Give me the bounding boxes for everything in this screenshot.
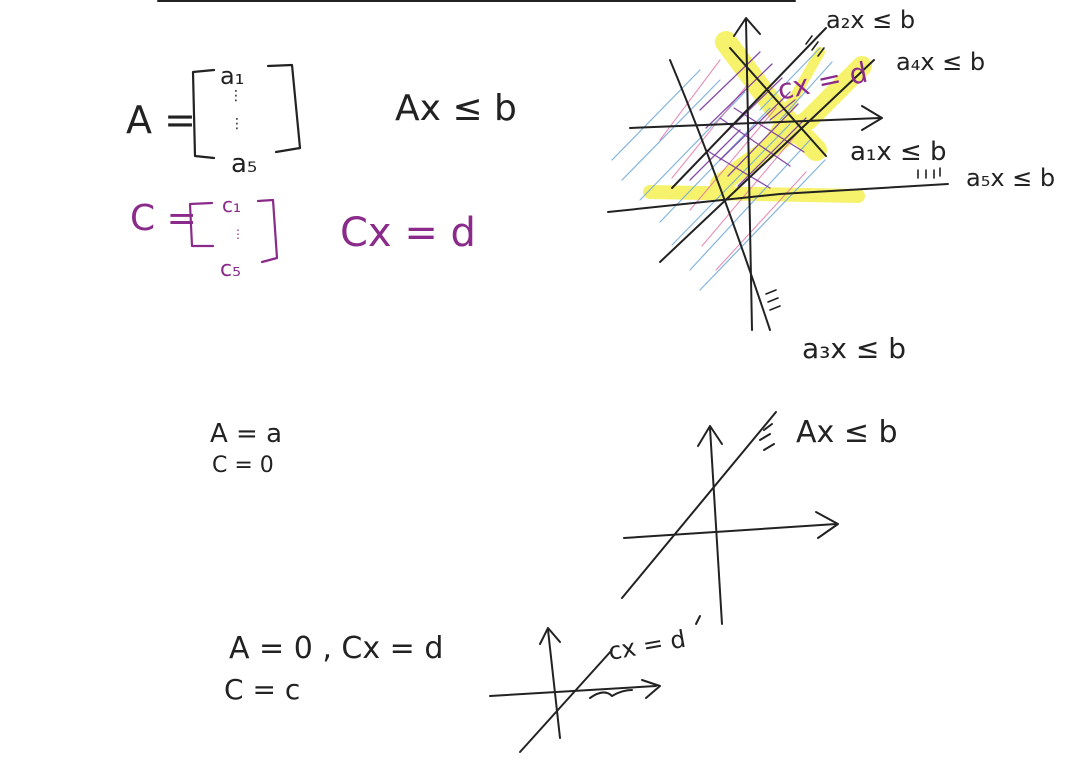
case1-line1: A = a — [210, 419, 282, 449]
matrix-A-right-bracket — [266, 63, 302, 154]
case2-line2: C = c — [224, 673, 300, 706]
label-a5x-le-b: a₅x ≤ b — [966, 164, 1055, 192]
constraint-lines — [607, 27, 949, 331]
mid-tick-2 — [759, 433, 771, 441]
mid-y-axis-arrowhead — [697, 425, 723, 447]
inequality-Ax-le-b: Ax ≤ b — [395, 88, 517, 129]
matrix-A-lhs: A = — [126, 98, 196, 142]
mid-tick-1 — [763, 423, 773, 431]
mid-stray-mark — [695, 615, 701, 625]
case1-line2: C = 0 — [212, 453, 274, 478]
line-a1-lower — [659, 59, 875, 263]
label-cx-eq-d-bottom: cx = d — [606, 625, 688, 666]
case2-line1: A = 0 , Cx = d — [229, 631, 443, 666]
line-a5 — [607, 183, 949, 213]
label-Ax-le-b-mid: Ax ≤ b — [796, 415, 898, 450]
matrix-C-left-bracket — [188, 201, 215, 248]
label-a1x-le-b: a₁x ≤ b — [850, 137, 947, 167]
matrix-C-right-bracket — [256, 198, 279, 264]
matrix-A-row-top: a₁ — [220, 62, 244, 90]
top-x-axis — [629, 117, 881, 129]
bottom-y-axis-arrowhead — [539, 627, 561, 645]
matrix-A-definition: A = a₁ ⋮ ⋮ a₅ — [126, 62, 302, 179]
top-y-axis — [745, 19, 753, 331]
feasible-region-hatching — [611, 47, 833, 291]
matrix-A-left-bracket — [191, 68, 216, 160]
halfspace-diagram — [621, 411, 839, 625]
matrix-C-definition: C = c₁ ⋮ c₅ — [130, 193, 279, 282]
matrix-A-dots-2: ⋮ — [230, 116, 244, 132]
bottom-line — [519, 649, 613, 753]
mid-x-axis — [623, 523, 837, 539]
constraint-ticks — [765, 35, 941, 311]
bottom-x-axis — [489, 685, 657, 697]
matrix-C-row-top: c₁ — [222, 193, 241, 217]
line-a1 — [671, 27, 827, 189]
top-x-axis-arrowhead — [861, 105, 883, 131]
equality-line-diagram — [489, 627, 661, 753]
label-a3x-le-b: a₃x ≤ b — [802, 332, 906, 365]
mid-tick-3 — [763, 443, 775, 451]
bottom-x-axis-arrowhead — [641, 679, 661, 699]
bottom-y-axis — [547, 629, 561, 739]
line-a3 — [669, 59, 771, 331]
bottom-squiggle — [589, 689, 633, 699]
top-y-axis-arrowhead — [733, 17, 761, 37]
mid-halfspace-line — [621, 411, 777, 599]
case-2-notes: A = 0 , Cx = d C = c — [224, 631, 443, 706]
matrix-C-lhs: C = — [130, 198, 197, 239]
polytope-diagram: cx = d a₂x ≤ b a₄x ≤ b a₁x ≤ b a₅x ≤ b a… — [607, 6, 1055, 365]
label-a4x-le-b: a₄x ≤ b — [896, 48, 985, 76]
label-a2x-le-b: a₂x ≤ b — [826, 6, 915, 34]
mid-x-axis-arrowhead — [815, 511, 839, 539]
top-axes — [629, 17, 883, 331]
mid-y-axis — [709, 427, 723, 625]
matrix-C-row-bottom: c₅ — [220, 257, 241, 282]
matrix-C-dots: ⋮ — [232, 227, 244, 241]
matrix-A-row-bottom: a₅ — [231, 149, 257, 179]
matrix-A-dots: ⋮ — [229, 88, 243, 104]
line-a2 — [729, 47, 827, 157]
case-1-notes: A = a C = 0 — [210, 419, 282, 478]
equality-Cx-eq-d: Cx = d — [340, 210, 476, 256]
